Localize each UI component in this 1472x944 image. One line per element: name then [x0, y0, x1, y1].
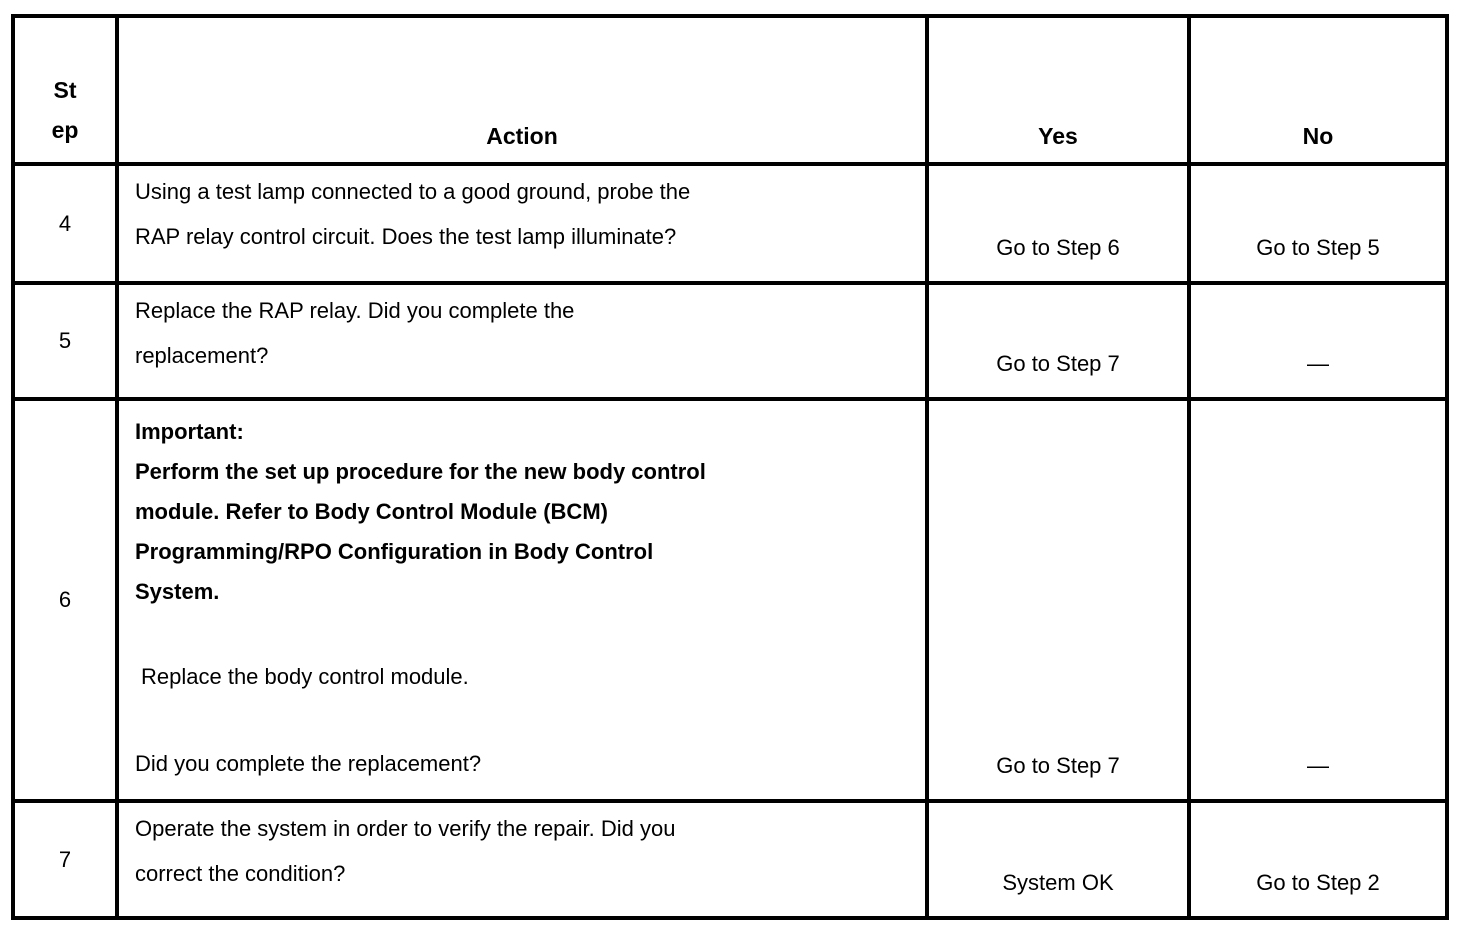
- yes-cell: Go to Step 7: [925, 397, 1191, 803]
- action-question: Did you complete the replacement?: [135, 741, 911, 786]
- no-cell: —: [1187, 397, 1449, 803]
- text-line: Using a test lamp connected to a good gr…: [135, 179, 691, 204]
- step-number: 6: [11, 397, 119, 803]
- text-line: Programming/RPO Configuration in Body Co…: [135, 539, 654, 564]
- text-line: System.: [135, 579, 220, 604]
- diagnostic-table-container: St ep Action Yes No 4 Using a test lamp …: [11, 14, 1449, 920]
- text-line: Did you complete the replacement?: [135, 751, 482, 776]
- yes-cell: Go to Step 7: [925, 281, 1191, 401]
- text-line: replacement?: [135, 343, 269, 368]
- text-line: Perform the set up procedure for the new…: [135, 459, 706, 484]
- diagnostic-step-table: St ep Action Yes No 4 Using a test lamp …: [11, 14, 1449, 920]
- header-action: Action: [115, 14, 929, 166]
- no-cell: Go to Step 2: [1187, 799, 1449, 920]
- action-text: Replace the RAP relay. Did you complete …: [135, 288, 911, 378]
- header-step-line2: ep: [51, 117, 79, 143]
- yes-cell: System OK: [925, 799, 1191, 920]
- table-row-step-7: 7 Operate the system in order to verify …: [11, 799, 1449, 920]
- step-number: 7: [11, 799, 119, 920]
- text-line: Important:: [135, 419, 244, 444]
- action-cell: Replace the RAP relay. Did you complete …: [115, 281, 929, 401]
- step-number: 5: [11, 281, 119, 401]
- header-step-line1: St: [53, 77, 77, 103]
- action-cell: Important: Perform the set up procedure f…: [115, 397, 929, 803]
- action-text: Replace the body control module.: [135, 654, 911, 699]
- text-line: Operate the system in order to verify th…: [135, 816, 676, 841]
- text-line: correct the condition?: [135, 861, 346, 886]
- table-header-row: St ep Action Yes No: [11, 14, 1449, 166]
- text-line: Replace the RAP relay. Did you complete …: [135, 298, 575, 323]
- header-yes: Yes: [925, 14, 1191, 166]
- action-cell: Using a test lamp connected to a good gr…: [115, 162, 929, 285]
- text-line: RAP relay control circuit. Does the test…: [135, 224, 677, 249]
- text-line: module. Refer to Body Control Module (BC…: [135, 499, 608, 524]
- important-note: Important: Perform the set up procedure f…: [135, 412, 911, 612]
- step-number: 4: [11, 162, 119, 285]
- text-line: Replace the body control module.: [141, 664, 469, 689]
- no-cell: —: [1187, 281, 1449, 401]
- no-cell: Go to Step 5: [1187, 162, 1449, 285]
- action-text: Using a test lamp connected to a good gr…: [135, 169, 911, 259]
- action-cell: Operate the system in order to verify th…: [115, 799, 929, 920]
- table-row-step-5: 5 Replace the RAP relay. Did you complet…: [11, 281, 1449, 401]
- yes-cell: Go to Step 6: [925, 162, 1191, 285]
- header-step-label: St ep: [15, 70, 115, 150]
- header-no: No: [1187, 14, 1449, 166]
- table-row-step-6: 6 Important: Perform the set up procedure…: [11, 397, 1449, 803]
- header-step: St ep: [11, 14, 119, 166]
- table-row-step-4: 4 Using a test lamp connected to a good …: [11, 162, 1449, 285]
- action-text: Operate the system in order to verify th…: [135, 806, 911, 896]
